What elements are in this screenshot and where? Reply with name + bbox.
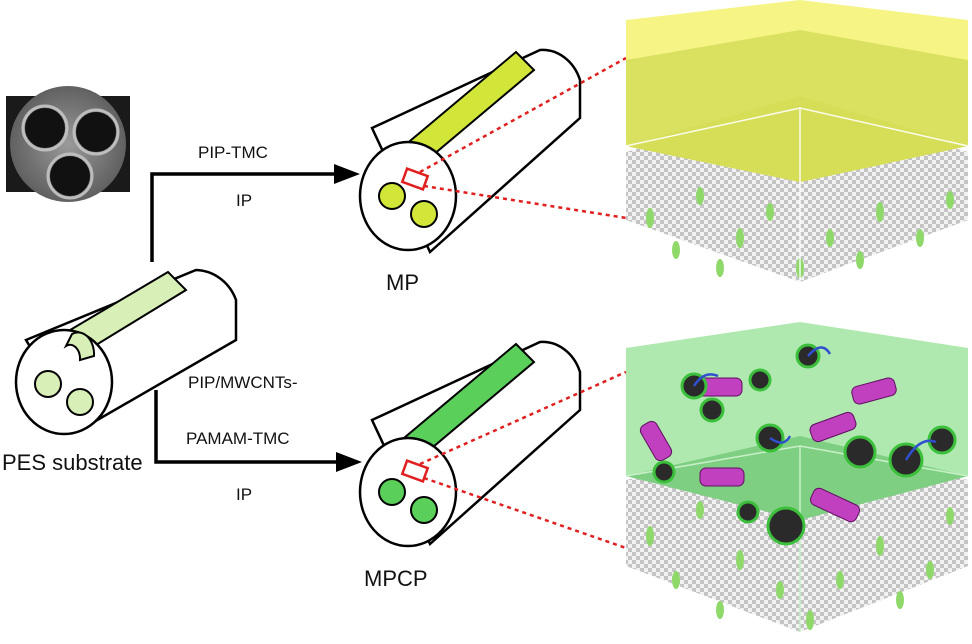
mpcp-zoom-box [400,459,430,483]
mpcp-fiber [358,340,582,548]
mp-fiber [358,48,582,255]
upper-reagent-label: PIP-TMC [198,143,268,162]
lower-reagent-label-line2: PAMAM-TMC [186,429,290,448]
mp-label: MP [386,270,419,295]
mp-zoom-box [400,167,430,191]
zoom-lines [419,56,627,550]
lower-reagent-label-line1: PIP/MWCNTs- [188,373,298,392]
substrate-label: PES substrate [2,450,143,475]
upper-arrow [150,164,360,262]
pes-substrate-fiber [14,268,238,436]
sem-photo [6,86,130,202]
lower-arrow [154,390,362,472]
lower-process-label: IP [236,485,252,504]
upper-process-label: IP [236,191,252,210]
mpcp-label: MPCP [364,566,428,591]
mpcp-cube [625,322,969,632]
mp-cube [625,0,969,282]
